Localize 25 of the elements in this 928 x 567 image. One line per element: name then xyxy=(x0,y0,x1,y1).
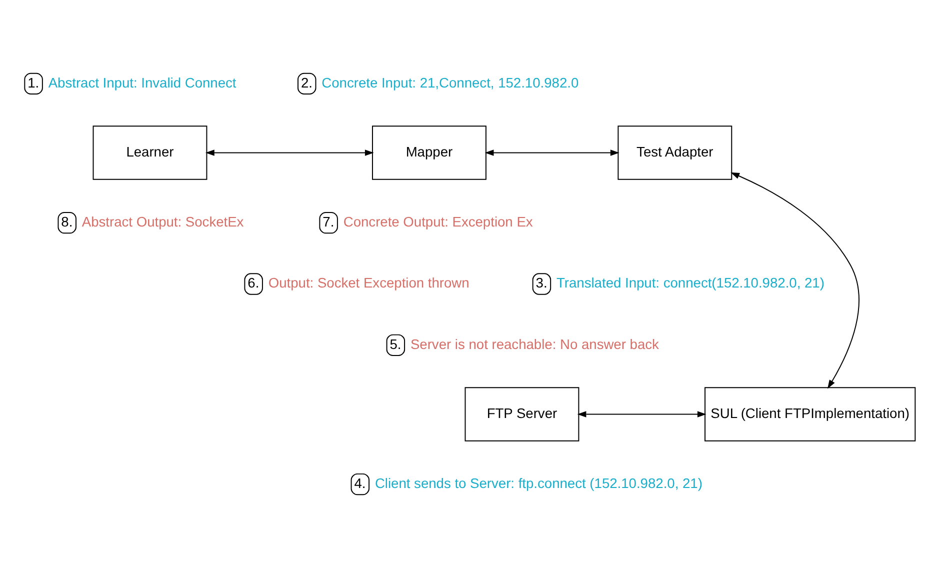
node-box: 4. xyxy=(350,473,370,496)
node-box: Test Adapter xyxy=(618,126,732,180)
node-box: 7. xyxy=(319,212,338,234)
node-label: Concrete Output: Exception Ex xyxy=(343,213,533,230)
node-box: 1. xyxy=(24,72,43,95)
node-box: Learner xyxy=(92,126,208,180)
node-box: 2. xyxy=(298,72,316,95)
node-box: 5. xyxy=(386,334,406,356)
node-box: SUL (Client FTPImplementation) xyxy=(704,387,916,442)
node-label: Translated Input: connect(152.10.982.0, 21) xyxy=(556,274,824,291)
node-box: 6. xyxy=(244,273,263,295)
node-label: Concrete Input: 21,Connect, 152.10.982.0 xyxy=(322,74,579,90)
node-label: Server is not reachable: No answer back xyxy=(410,336,659,352)
node-label: Abstract Input: Invalid Connect xyxy=(48,74,236,90)
node-label: Client sends to Server: ftp.connect (152.10.982.0, 21) xyxy=(374,474,702,491)
node-box: 8. xyxy=(58,212,76,234)
node-label: Output: Socket Exception thrown xyxy=(268,274,470,291)
arrow xyxy=(484,150,620,156)
node-box: FTP Server xyxy=(464,387,580,442)
arrow xyxy=(205,150,374,156)
arrow xyxy=(577,411,706,418)
node-label: Abstract Output: SocketEx xyxy=(82,213,244,230)
arrow xyxy=(730,172,860,389)
node-box: Mapper xyxy=(372,126,486,180)
node-box: 3. xyxy=(532,273,552,295)
